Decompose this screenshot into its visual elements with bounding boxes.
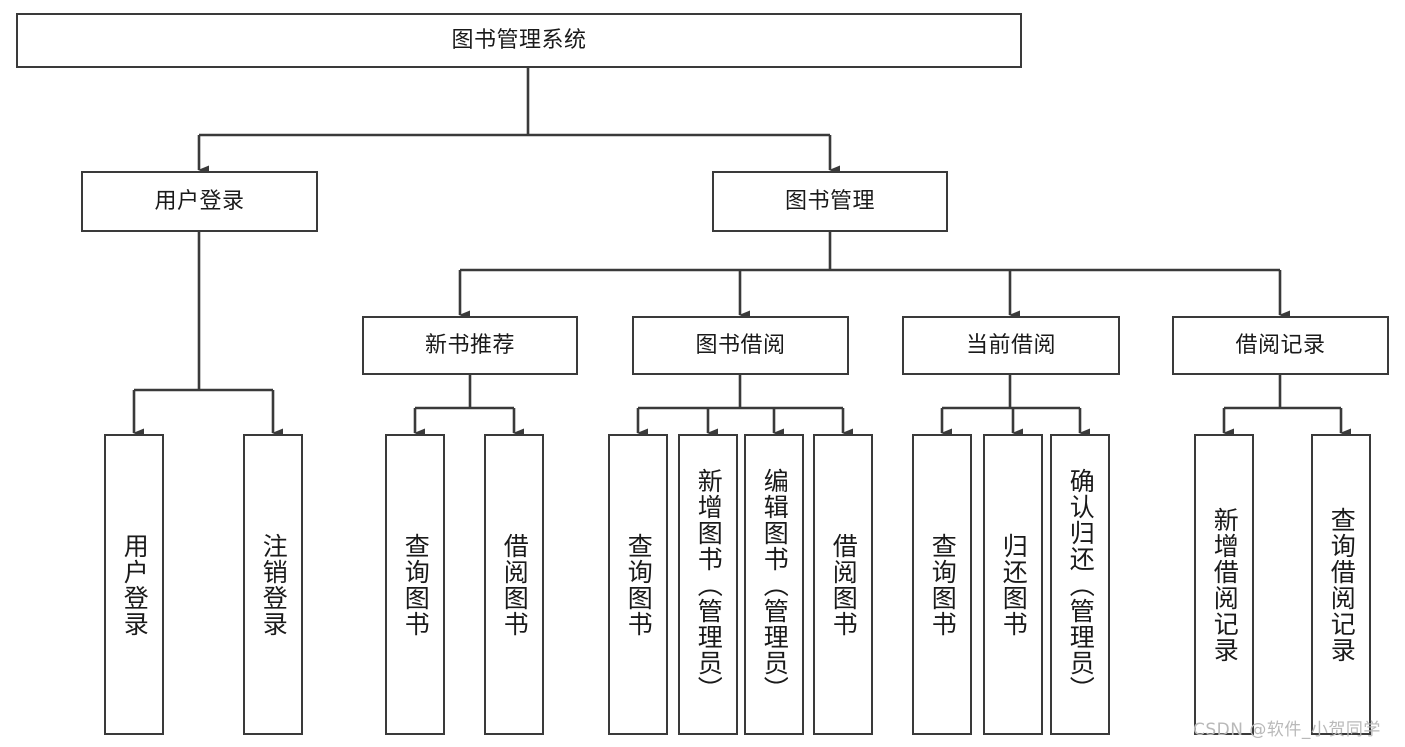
node-label: 借阅图书	[829, 532, 859, 637]
node-label: 编辑图书（管理员）	[760, 467, 790, 702]
node-current-borrow[interactable]: 当前借阅	[902, 316, 1120, 375]
node-leaf-query-books-2[interactable]: 查询图书	[608, 434, 668, 735]
node-label: 查询图书	[928, 532, 958, 637]
node-new-book-recommend[interactable]: 新书推荐	[362, 316, 578, 375]
node-label: 查询图书	[401, 532, 431, 637]
node-label: 借阅图书	[500, 532, 530, 637]
node-label: 图书管理系统	[451, 27, 587, 53]
node-label: 查询图书	[624, 532, 654, 637]
node-user-login[interactable]: 用户登录	[81, 171, 318, 232]
node-leaf-add-borrow-record[interactable]: 新增借阅记录	[1194, 434, 1254, 735]
node-label: 图书管理	[784, 188, 875, 214]
node-leaf-add-book-admin[interactable]: 新增图书（管理员）	[678, 434, 738, 735]
node-leaf-borrow-books-1[interactable]: 借阅图书	[484, 434, 544, 735]
node-label: 用户登录	[154, 188, 245, 214]
node-book-manage[interactable]: 图书管理	[712, 171, 948, 232]
node-borrow-record[interactable]: 借阅记录	[1172, 316, 1389, 375]
node-label: 用户登录	[120, 532, 150, 637]
node-label: 新增借阅记录	[1210, 506, 1240, 663]
node-leaf-user-login[interactable]: 用户登录	[104, 434, 164, 735]
node-label: 查询借阅记录	[1327, 506, 1357, 663]
node-label: 新书推荐	[424, 332, 515, 358]
node-leaf-edit-book-admin[interactable]: 编辑图书（管理员）	[744, 434, 804, 735]
node-label: 当前借阅	[965, 332, 1056, 358]
node-leaf-confirm-return-admin[interactable]: 确认归还（管理员）	[1050, 434, 1110, 735]
node-root[interactable]: 图书管理系统	[16, 13, 1022, 68]
node-leaf-query-books-1[interactable]: 查询图书	[385, 434, 445, 735]
node-leaf-query-books-3[interactable]: 查询图书	[912, 434, 972, 735]
node-label: 确认归还（管理员）	[1066, 467, 1096, 702]
node-label: 借阅记录	[1235, 332, 1326, 358]
node-label: 图书借阅	[695, 332, 786, 358]
node-book-borrow[interactable]: 图书借阅	[632, 316, 849, 375]
node-leaf-return-books[interactable]: 归还图书	[983, 434, 1043, 735]
node-label: 注销登录	[259, 532, 289, 637]
node-leaf-borrow-books-2[interactable]: 借阅图书	[813, 434, 873, 735]
node-label: 新增图书（管理员）	[694, 467, 724, 702]
node-leaf-query-borrow-record[interactable]: 查询借阅记录	[1311, 434, 1371, 735]
node-leaf-logout[interactable]: 注销登录	[243, 434, 303, 735]
watermark-text: CSDN @软件_小贺同学	[1193, 720, 1381, 740]
node-label: 归还图书	[999, 532, 1029, 637]
